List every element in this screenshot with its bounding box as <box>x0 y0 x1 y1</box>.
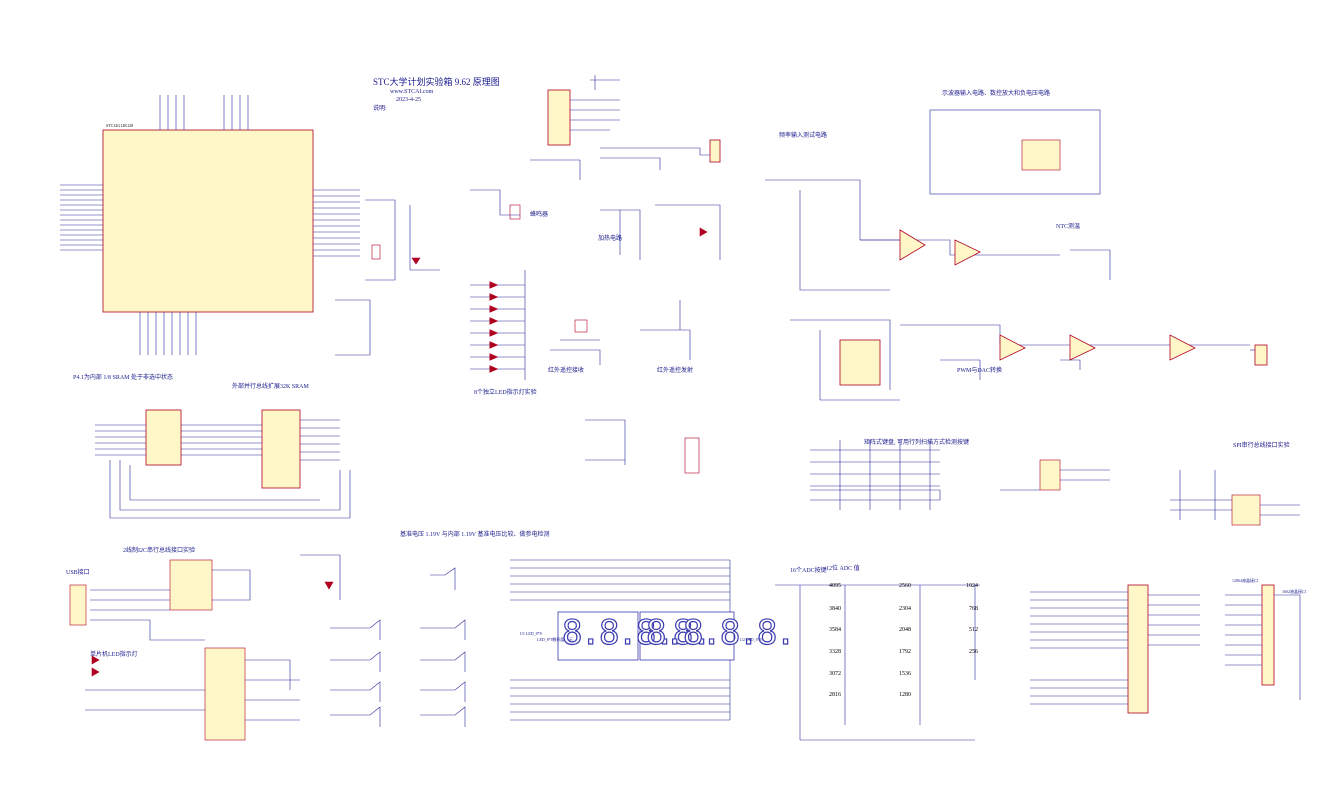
led8-diodes <box>489 281 499 373</box>
seg7-frames <box>557 611 735 661</box>
seg7-group-2-label: U2 LED_8*8 <box>740 637 762 642</box>
adc-value: 3584 <box>829 627 841 633</box>
lcd-wires <box>1030 591 1301 705</box>
lcd-connectors <box>1127 584 1275 714</box>
adc-value: 3328 <box>829 649 841 655</box>
usb-serial-chip <box>547 89 721 163</box>
seg7-digit: 8. <box>598 613 638 653</box>
iic-title: 2线制I2C串行总线接口实验 <box>123 548 196 554</box>
usb-led-label: 单片机LED指示灯 <box>90 652 138 658</box>
adc-value: 768 <box>969 606 978 612</box>
sram-bus-wires <box>95 419 351 519</box>
seg7-digit: 8. <box>561 613 601 653</box>
seg7-label: LED_8*8数码管显示 <box>537 637 573 642</box>
seg7-drivers <box>330 567 466 727</box>
adc-value: 3072 <box>829 671 841 677</box>
spi-title: SPI串行总线接口实验 <box>1233 443 1290 449</box>
spi-flash-area <box>1000 459 1300 526</box>
seg7-group-2: 8.8.8.8. <box>645 613 796 653</box>
usb-serial-wires <box>530 75 710 180</box>
seg7-digit: 8. <box>719 613 759 653</box>
adc-value: 2560 <box>899 583 911 589</box>
adc-keys-title: 16个ADC按键 <box>790 568 827 574</box>
adc-value: 3840 <box>829 606 841 612</box>
adc-value: 2304 <box>899 606 911 612</box>
lcd1602-label: 1602液晶接口 <box>1282 589 1306 594</box>
seg7-digit: 8. <box>672 613 712 653</box>
adc-value: 1536 <box>899 671 911 677</box>
notes-heading: 说明: <box>373 106 387 112</box>
ir-send-label: 红外遥控发射 <box>657 368 694 374</box>
seg7-digit: 8. <box>682 613 722 653</box>
seg7-digit: 8. <box>635 613 675 653</box>
opamps <box>839 229 1268 386</box>
scope-frontend <box>765 109 1260 401</box>
mcu-support-circuit <box>335 199 440 356</box>
mcu-label: STC32G12K128 <box>106 123 134 128</box>
sram-chips <box>145 409 301 489</box>
adc-value: 4095 <box>829 583 841 589</box>
adc-key-ladder <box>775 584 980 741</box>
sram-note: P4.1为内部 1/8 SRAM 处于非选中状态 <box>73 375 174 381</box>
sram-title: 外部并行总线扩展32K SRAM <box>232 384 309 390</box>
seg7-group-1-label: U1 LED_8*8 <box>520 631 542 636</box>
heater-label: 加热电路 <box>598 236 623 242</box>
buzzer-label: 蜂鸣器 <box>530 212 549 218</box>
matrix-keyboard <box>810 440 941 510</box>
ir-recv-label: 红外遥控接收 <box>548 368 585 374</box>
mcu-chip <box>102 129 314 313</box>
freq-title: 频率输入测试电路 <box>779 133 828 139</box>
adc-value: 1024 <box>966 583 978 589</box>
pwm-dac-label: PWM与DAC转换 <box>957 368 1003 374</box>
seg7-digit: 8. <box>756 613 796 653</box>
title-line-1: STC大学计划实验箱 9.62 原理图 <box>373 77 500 87</box>
title-line-3: 2023-4-25 <box>396 97 421 103</box>
mcu-pin-wires <box>60 95 360 355</box>
title-line-2: www.STCAI.com <box>390 89 434 95</box>
seg7-group-1: 8.8.8.8. <box>561 613 712 653</box>
iic-section <box>69 554 341 741</box>
adc-value: 1792 <box>899 649 911 655</box>
seg7-digit: 8. <box>645 613 685 653</box>
vref-title: 基准电压 1.19V 与内部 1.19V 基准电压比较、做参电检测 <box>400 532 550 538</box>
led8-title: 8个独立LED指示灯实验 <box>474 390 537 396</box>
buzzer-ir-circuits <box>470 189 721 474</box>
usb-label: USB接口 <box>66 570 90 576</box>
adc-value: 256 <box>969 649 978 655</box>
scope-title: 示波器输入电路、数控放大和负电压电路 <box>942 91 1051 97</box>
adc-value: 2816 <box>829 692 841 698</box>
ntc-label: NTC测温 <box>1056 224 1081 230</box>
matrix-keys-title: 矩阵式键盘, 可用行列扫描方式检测按键 <box>864 440 970 446</box>
adc-value: 1280 <box>899 692 911 698</box>
adc-value: 512 <box>969 627 978 633</box>
adc-value-title: 12位 ADC 值 <box>826 566 860 572</box>
led8-array <box>470 270 526 380</box>
lcd12864-label: 12864液晶接口 <box>1232 578 1258 583</box>
adc-value: 2048 <box>899 627 911 633</box>
